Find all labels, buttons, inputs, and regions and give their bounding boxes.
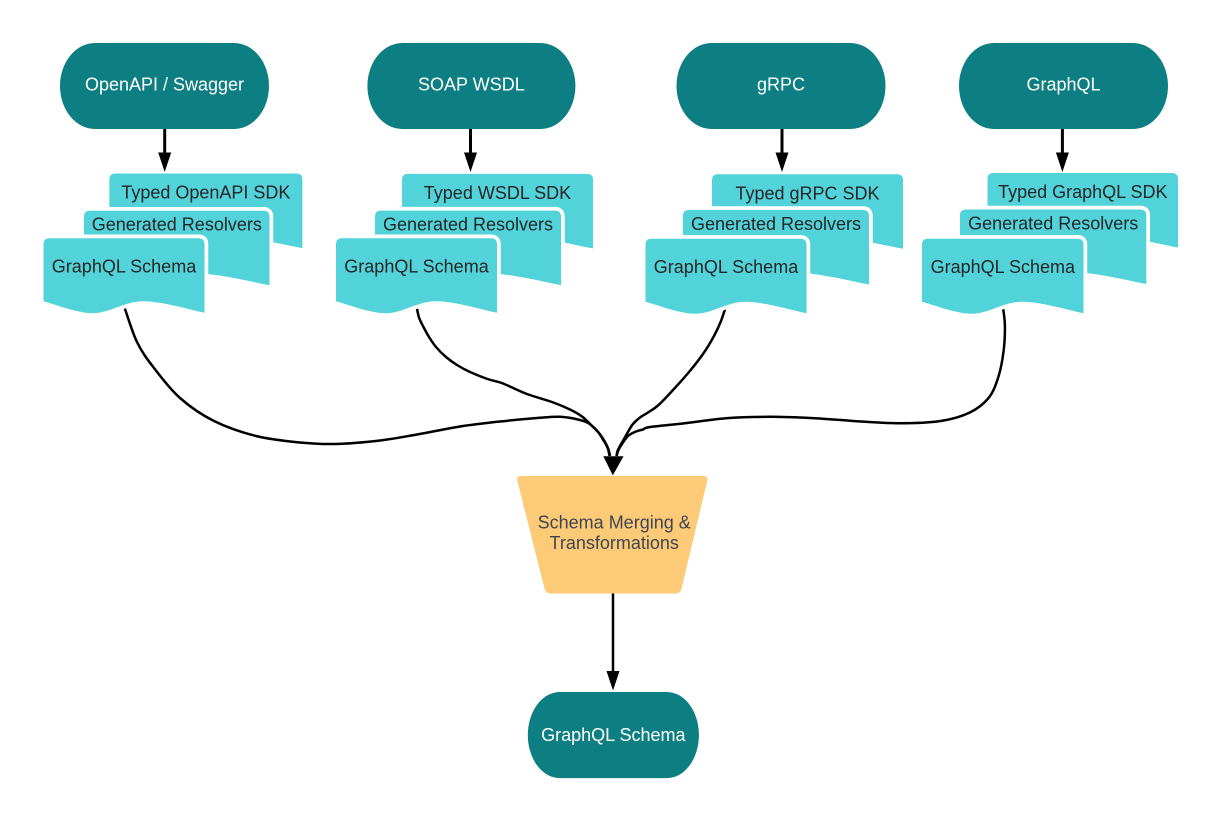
svg-text:Transformations: Transformations xyxy=(550,533,679,553)
svg-text:GraphQL Schema: GraphQL Schema xyxy=(344,257,489,277)
svg-text:Typed OpenAPI SDK: Typed OpenAPI SDK xyxy=(121,183,290,203)
svg-text:GraphQL Schema: GraphQL Schema xyxy=(541,725,686,745)
svg-text:gRPC: gRPC xyxy=(757,75,805,95)
svg-text:Typed gRPC SDK: Typed gRPC SDK xyxy=(735,183,879,203)
svg-text:SOAP WSDL: SOAP WSDL xyxy=(418,75,525,95)
svg-text:Generated Resolvers: Generated Resolvers xyxy=(691,214,861,234)
svg-text:GraphQL Schema: GraphQL Schema xyxy=(931,257,1076,277)
svg-text:GraphQL: GraphQL xyxy=(1026,75,1100,95)
svg-text:Typed WSDL SDK: Typed WSDL SDK xyxy=(424,183,571,203)
svg-text:Schema Merging &: Schema Merging & xyxy=(538,512,691,532)
svg-text:Generated Resolvers: Generated Resolvers xyxy=(968,213,1138,233)
svg-text:Generated Resolvers: Generated Resolvers xyxy=(383,214,553,234)
svg-text:GraphQL Schema: GraphQL Schema xyxy=(52,257,197,277)
svg-text:OpenAPI / Swagger: OpenAPI / Swagger xyxy=(85,75,244,95)
svg-text:Typed GraphQL SDK: Typed GraphQL SDK xyxy=(998,182,1167,202)
svg-text:Generated Resolvers: Generated Resolvers xyxy=(92,215,262,235)
svg-text:GraphQL Schema: GraphQL Schema xyxy=(654,257,799,277)
